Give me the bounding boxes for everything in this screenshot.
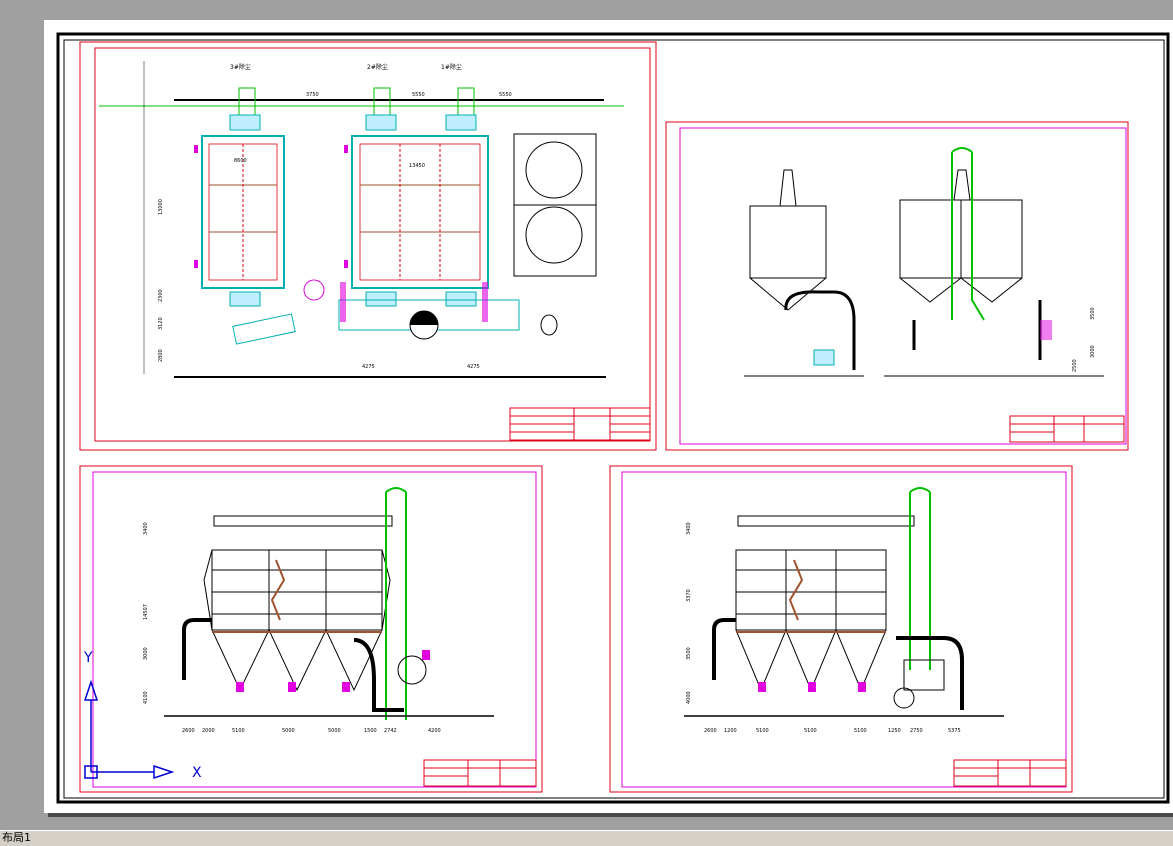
front-left-bottom-dim-3: 5100 bbox=[232, 728, 245, 734]
front-left-left-dim-2: 14507 bbox=[143, 604, 149, 620]
sheet-inner-border bbox=[63, 39, 1165, 799]
plan-left-dim-1: 13000 bbox=[158, 199, 164, 215]
front-right-left-dim-2: 3370 bbox=[686, 589, 692, 602]
side-frame-outer bbox=[665, 121, 1129, 451]
front-left-bottom-dim-4: 5000 bbox=[282, 728, 295, 734]
ucs-icon bbox=[83, 679, 175, 780]
plan-top-dim-2: 5550 bbox=[412, 92, 425, 98]
side-right-dim-3: 2500 bbox=[1072, 359, 1078, 372]
layout-tab[interactable]: 布局1 bbox=[2, 831, 31, 844]
front-left-title-block bbox=[423, 759, 537, 787]
plan-top-dim-1: 3750 bbox=[306, 92, 319, 98]
front-right-bottom-dim-5: 5100 bbox=[854, 728, 867, 734]
plan-left-dim-3: 3120 bbox=[158, 317, 164, 330]
layout-paper: 3#除尘 2#除尘 1#除尘 3750 5550 5550 bbox=[44, 20, 1173, 813]
front-right-bottom-dim-6: 1250 bbox=[888, 728, 901, 734]
front-right-frame-inner bbox=[621, 471, 1067, 788]
plan-bottom-dim-1: 4275 bbox=[362, 364, 375, 370]
plan-bottom-dim-2: 4275 bbox=[467, 364, 480, 370]
side-title-block bbox=[1009, 415, 1125, 443]
ucs-x-label: X bbox=[192, 765, 202, 781]
front-view-left: 3400 14507 3000 4100 2600 2000 5100 5000… bbox=[79, 465, 543, 793]
front-view-right: 3400 3370 3500 4000 2600 1200 5100 5100 … bbox=[609, 465, 1073, 793]
front-left-frame-inner bbox=[92, 471, 537, 788]
front-right-frame-outer bbox=[609, 465, 1073, 793]
front-right-left-dim-3: 3500 bbox=[686, 647, 692, 660]
front-right-left-dim-4: 4000 bbox=[686, 691, 692, 704]
side-right-dim-1: 3500 bbox=[1090, 307, 1096, 320]
plan-inner-dim-1: 8600 bbox=[234, 158, 247, 164]
plan-frame-inner bbox=[94, 47, 651, 442]
front-right-hopper-marks bbox=[758, 682, 866, 692]
plan-title-block bbox=[509, 407, 651, 441]
front-left-bottom-dim-7: 2742 bbox=[384, 728, 397, 734]
front-left-bottom-dim-8: 4200 bbox=[428, 728, 441, 734]
front-left-bottom-dim-6: 1500 bbox=[364, 728, 377, 734]
front-left-left-dim-4: 4100 bbox=[143, 691, 149, 704]
front-right-bottom-dim-1: 2600 bbox=[704, 728, 717, 734]
plan-frame-outer bbox=[79, 41, 657, 451]
front-left-bottom-dim-5: 5000 bbox=[328, 728, 341, 734]
side-right-dim-2: 3000 bbox=[1090, 345, 1096, 358]
front-right-bottom-dim-7: 2750 bbox=[910, 728, 923, 734]
drawing-canvas[interactable]: 3#除尘 2#除尘 1#除尘 3750 5550 5550 bbox=[44, 20, 1173, 813]
plan-unit-label-1: 1#除尘 bbox=[441, 63, 462, 71]
plan-unit-label-3: 3#除尘 bbox=[230, 63, 251, 71]
front-left-bottom-dim-1: 2600 bbox=[182, 728, 195, 734]
front-right-left-dim-1: 3400 bbox=[686, 522, 692, 535]
plan-top-dim-3: 5550 bbox=[499, 92, 512, 98]
front-right-title-block bbox=[953, 759, 1067, 787]
plan-unit-3-body bbox=[201, 135, 285, 289]
front-left-left-dim-1: 3400 bbox=[143, 522, 149, 535]
front-left-bottom-dim-2: 2000 bbox=[202, 728, 215, 734]
front-right-bottom-dim-4: 5100 bbox=[804, 728, 817, 734]
plan-left-dim-2: 2300 bbox=[158, 289, 164, 302]
layout-tab-bar: 布局1 bbox=[0, 830, 1173, 846]
sheet-outer-border bbox=[56, 32, 1170, 804]
plan-view: 3#除尘 2#除尘 1#除尘 3750 5550 5550 bbox=[79, 41, 657, 451]
front-left-frame-outer bbox=[79, 465, 543, 793]
front-right-bottom-dim-3: 5100 bbox=[756, 728, 769, 734]
front-left-left-dim-3: 3000 bbox=[143, 647, 149, 660]
plan-inner-dim-2: 13450 bbox=[409, 163, 425, 169]
front-left-hopper-marks bbox=[236, 682, 350, 692]
ucs-y-label: Y bbox=[83, 650, 93, 666]
front-right-bottom-dim-2: 1200 bbox=[724, 728, 737, 734]
plan-unit-2-body bbox=[351, 135, 489, 289]
front-right-bottom-dim-8: 5375 bbox=[948, 728, 961, 734]
side-view: 3500 3000 2500 bbox=[665, 121, 1129, 451]
plan-unit-label-2: 2#除尘 bbox=[367, 63, 388, 71]
side-frame-inner bbox=[679, 127, 1127, 445]
plan-left-dim-4: 2800 bbox=[158, 349, 164, 362]
